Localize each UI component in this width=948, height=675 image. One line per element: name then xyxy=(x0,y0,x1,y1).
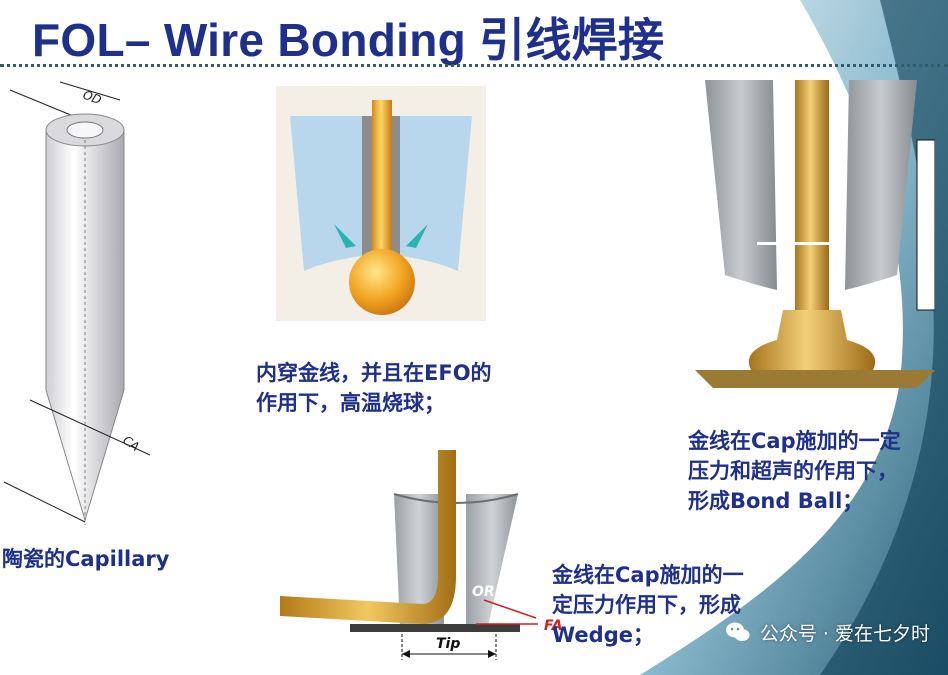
watermark-text: 公众号 · 爱在七夕时 xyxy=(759,622,930,645)
or-label: OR xyxy=(472,584,495,600)
fa-label: FA xyxy=(544,618,562,634)
title-divider xyxy=(0,64,948,67)
tip-label: Tip xyxy=(436,636,460,652)
efo-caption: 内穿金线，并且在EFO的 作用下，高温烧球； xyxy=(256,358,492,418)
efo-ball-figure xyxy=(276,86,486,321)
wedge-figure: OR FA Tip xyxy=(280,450,562,660)
wedge-caption-line-1: 金线在Cap施加的一 xyxy=(552,563,744,587)
capillary-figure: OD CA xyxy=(3,81,151,525)
efo-caption-line-2: 作用下，高温烧球； xyxy=(256,391,445,415)
bond-ball-caption: 金线在Cap施加的一定 压力和超声的作用下， 形成Bond Ball； xyxy=(688,426,901,516)
capillary-label: 陶瓷的Capillary xyxy=(2,547,170,571)
ca-label: CA xyxy=(120,433,142,454)
watermark: 公众号 · 爱在七夕时 xyxy=(724,618,930,646)
bond-ball-caption-line-2: 压力和超声的作用下， xyxy=(688,459,898,483)
od-label: OD xyxy=(81,88,103,108)
wechat-icon xyxy=(725,622,750,641)
wedge-caption-line-3: Wedge； xyxy=(552,623,654,647)
page-title: FOL– Wire Bonding 引线焊接 xyxy=(32,14,665,66)
efo-caption-line-1: 内穿金线，并且在EFO的 xyxy=(256,361,492,385)
wedge-caption: 金线在Cap施加的一 定压力作用下，形成 Wedge； xyxy=(552,560,744,650)
bond-ball-caption-line-1: 金线在Cap施加的一定 xyxy=(688,429,901,453)
bond-ball-figure xyxy=(695,80,935,388)
bond-ball-caption-line-3: 形成Bond Ball； xyxy=(688,489,864,513)
wedge-caption-line-2: 定压力作用下，形成 xyxy=(552,593,741,617)
